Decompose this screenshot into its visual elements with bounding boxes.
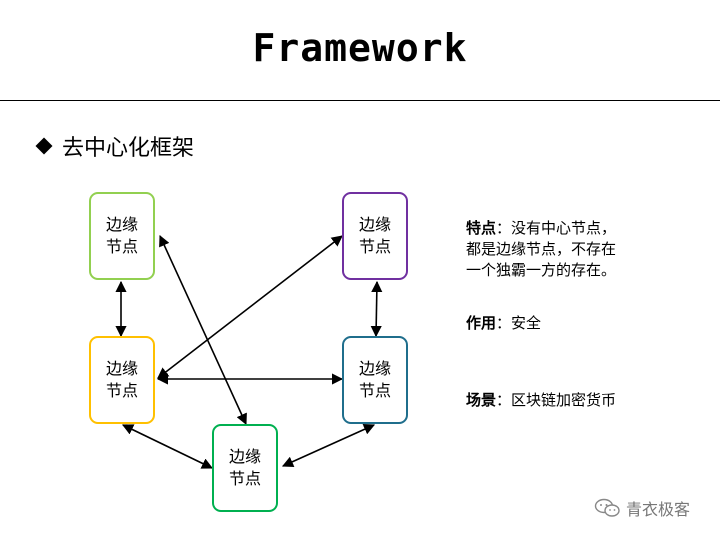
edge-node-mid-right: 边缘节点: [342, 336, 408, 424]
edge-node-top-left: 边缘节点: [89, 192, 155, 280]
connector-midleft-bottom: [121, 424, 214, 469]
watermark: 青衣极客: [594, 496, 690, 520]
scenario-label: 场景: [466, 391, 497, 409]
scenario-block: 场景：区块链加密货币: [466, 390, 616, 411]
role-block: 作用：安全: [466, 313, 541, 334]
separator: ：: [496, 314, 512, 332]
role-text: 安全: [511, 314, 542, 332]
edge-node-bottom: 边缘节点: [212, 424, 278, 512]
node-label: 节点: [228, 469, 261, 488]
node-label: 节点: [105, 237, 138, 256]
node-label: 边缘: [105, 215, 138, 234]
node-label: 节点: [358, 237, 391, 256]
separator: ：: [496, 391, 512, 409]
features-text-line1: 没有中心节点，: [511, 219, 617, 237]
node-label: 边缘: [358, 215, 391, 234]
edge-node-mid-left: 边缘节点: [89, 336, 155, 424]
connector-topright-midright: [370, 280, 383, 338]
wechat-icon: [594, 498, 620, 517]
features-label: 特点: [466, 219, 497, 237]
node-label: 节点: [105, 381, 138, 400]
node-label: 边缘: [105, 359, 138, 378]
scenario-text: 区块链加密货币: [511, 391, 617, 409]
page-title: Framework: [252, 26, 468, 70]
watermark-text: 青衣极客: [626, 500, 691, 519]
connector-midright-bottom: [281, 424, 376, 467]
section-heading: 去中心化框架: [34, 130, 194, 162]
features-block: 特点：没有中心节点， 都是边缘节点，不存在 一个独霸一方的存在。: [466, 218, 616, 281]
node-label: 边缘: [358, 359, 391, 378]
node-label: 节点: [358, 381, 391, 400]
role-label: 作用: [466, 314, 497, 332]
features-text-line2: 都是边缘节点，不存在: [466, 240, 617, 258]
features-text-line3: 一个独霸一方的存在。: [466, 261, 617, 279]
edge-node-top-right: 边缘节点: [342, 192, 408, 280]
section-heading-text: 去中心化框架: [62, 136, 195, 161]
node-label: 边缘: [228, 447, 261, 466]
title-divider: [0, 100, 720, 101]
separator: ：: [496, 219, 512, 237]
connector-topleft-bottom: [159, 234, 247, 426]
connector-midleft-topright: [157, 235, 343, 379]
